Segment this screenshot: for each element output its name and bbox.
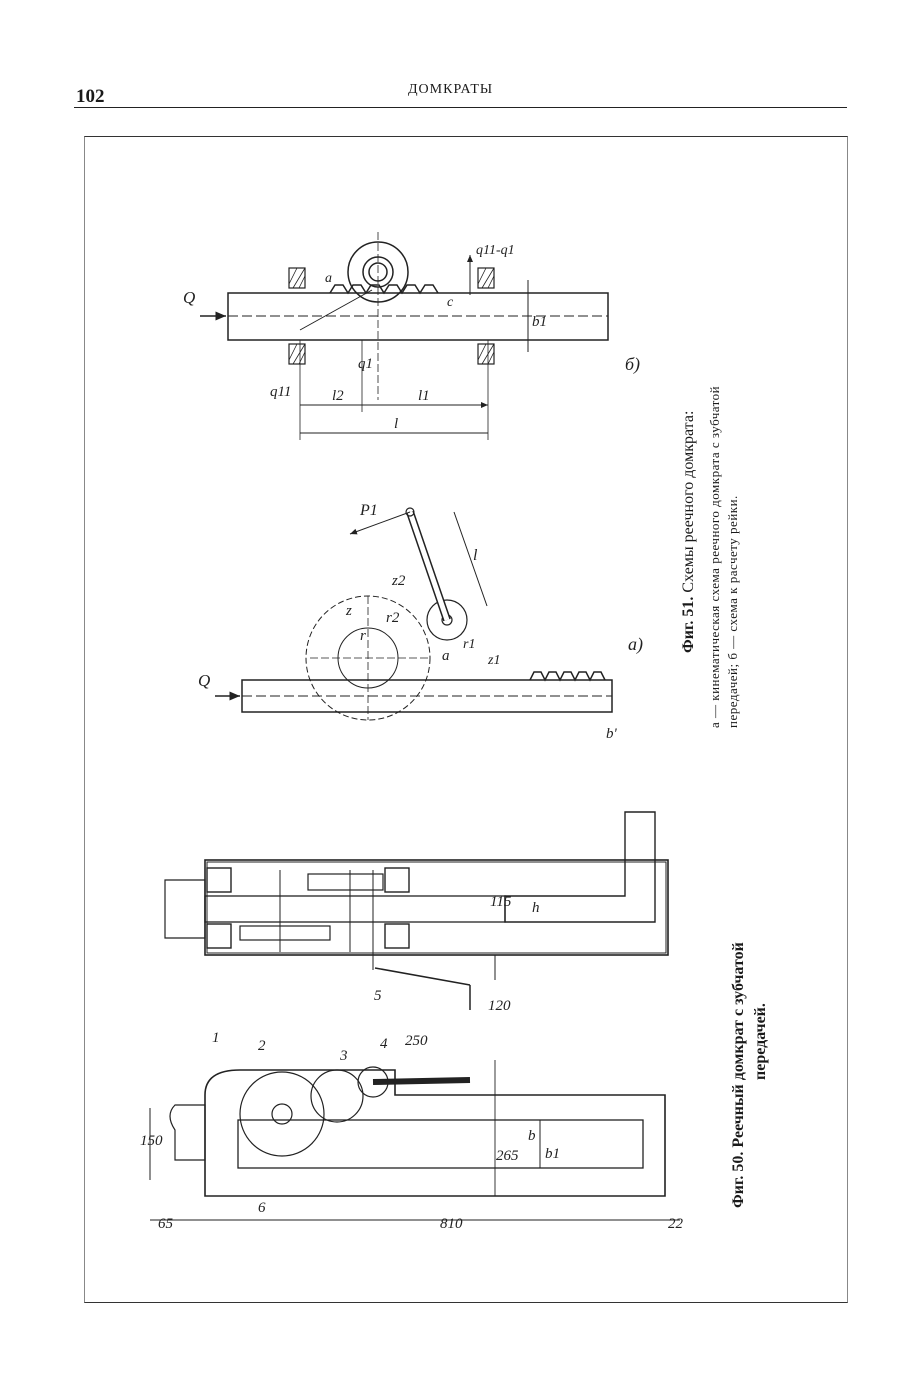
- page-number: 102: [76, 86, 105, 107]
- support-bottom-left: [288, 343, 306, 365]
- gear-section-2: [239, 925, 331, 941]
- rack-bar-b: [227, 292, 609, 341]
- label-Q-b: Q: [183, 288, 195, 307]
- gear-3-side: [310, 1069, 364, 1123]
- label-l-a: l: [473, 547, 478, 564]
- dim-150: 150: [140, 1133, 163, 1149]
- dim-65: 65: [158, 1216, 174, 1232]
- fig51-diagram-b: [200, 232, 609, 440]
- subfig-a-label: а): [628, 634, 643, 655]
- subfig-b-label: б): [625, 354, 640, 375]
- label-z2: z2: [391, 573, 406, 589]
- label-b1-b: b1: [532, 314, 547, 330]
- gear-z1: [426, 599, 468, 641]
- dim-120: 120: [488, 998, 511, 1014]
- fig50-section-view: [164, 811, 669, 1010]
- callout-2: 2: [258, 1038, 266, 1054]
- dim-810: 810: [440, 1216, 463, 1232]
- dim-250: 250: [405, 1033, 428, 1049]
- dim-b1: b1: [545, 1146, 560, 1162]
- gear-section-1: [307, 873, 384, 891]
- handle-side: [372, 1077, 471, 1085]
- label-z: z: [345, 603, 352, 619]
- callout-6: 6: [258, 1200, 266, 1216]
- jack-head-side: [169, 1104, 206, 1161]
- label-q11-q1: q11-q1: [476, 243, 515, 258]
- dim-115: 115: [490, 894, 512, 910]
- header-rule: [74, 107, 847, 108]
- dim-h: h: [532, 900, 540, 916]
- jack-housing-side: [204, 1069, 666, 1197]
- support-top-left: [288, 267, 306, 289]
- label-c-b: c: [447, 295, 454, 310]
- label-l2: l2: [332, 388, 344, 404]
- label-l-b: l: [394, 416, 398, 432]
- label-q11: q11: [270, 384, 291, 400]
- gear-1-side: [239, 1071, 325, 1157]
- label-r2: r2: [386, 610, 400, 626]
- dim-22: 22: [668, 1216, 684, 1232]
- figure-frame: [84, 136, 848, 1303]
- rack-teeth-a: [529, 671, 606, 682]
- rack-teeth-b: [329, 284, 439, 295]
- callout-4: 4: [380, 1036, 388, 1052]
- handle-section: [374, 967, 471, 986]
- label-a-a: a: [442, 648, 450, 664]
- callout-3: 3: [339, 1048, 348, 1064]
- label-Q-a: Q: [198, 671, 210, 690]
- support-top-right: [477, 267, 495, 289]
- label-b-prime: b': [606, 726, 618, 742]
- label-r: r: [360, 628, 366, 644]
- rack-foot: [504, 811, 656, 923]
- callout-1: 1: [212, 1030, 220, 1046]
- jack-head-section: [164, 879, 206, 939]
- fig50-side-view: [149, 1060, 680, 1221]
- rack-side: [237, 1119, 644, 1169]
- dim-b: b: [528, 1128, 536, 1144]
- jack-housing-section: [204, 859, 669, 956]
- label-q1: q1: [358, 356, 373, 372]
- label-P1: P1: [359, 502, 378, 519]
- support-bottom-right: [477, 343, 495, 365]
- label-l1: l1: [418, 388, 430, 404]
- running-title: ДОМКРАТЫ: [408, 82, 494, 97]
- dim-265: 265: [496, 1148, 519, 1164]
- callout-5: 5: [374, 988, 382, 1004]
- label-r1: r1: [463, 637, 475, 652]
- fig51-diagram-a: [215, 507, 613, 721]
- label-a-b: a: [325, 271, 332, 286]
- label-z1: z1: [487, 653, 500, 668]
- rack-section: [204, 895, 506, 923]
